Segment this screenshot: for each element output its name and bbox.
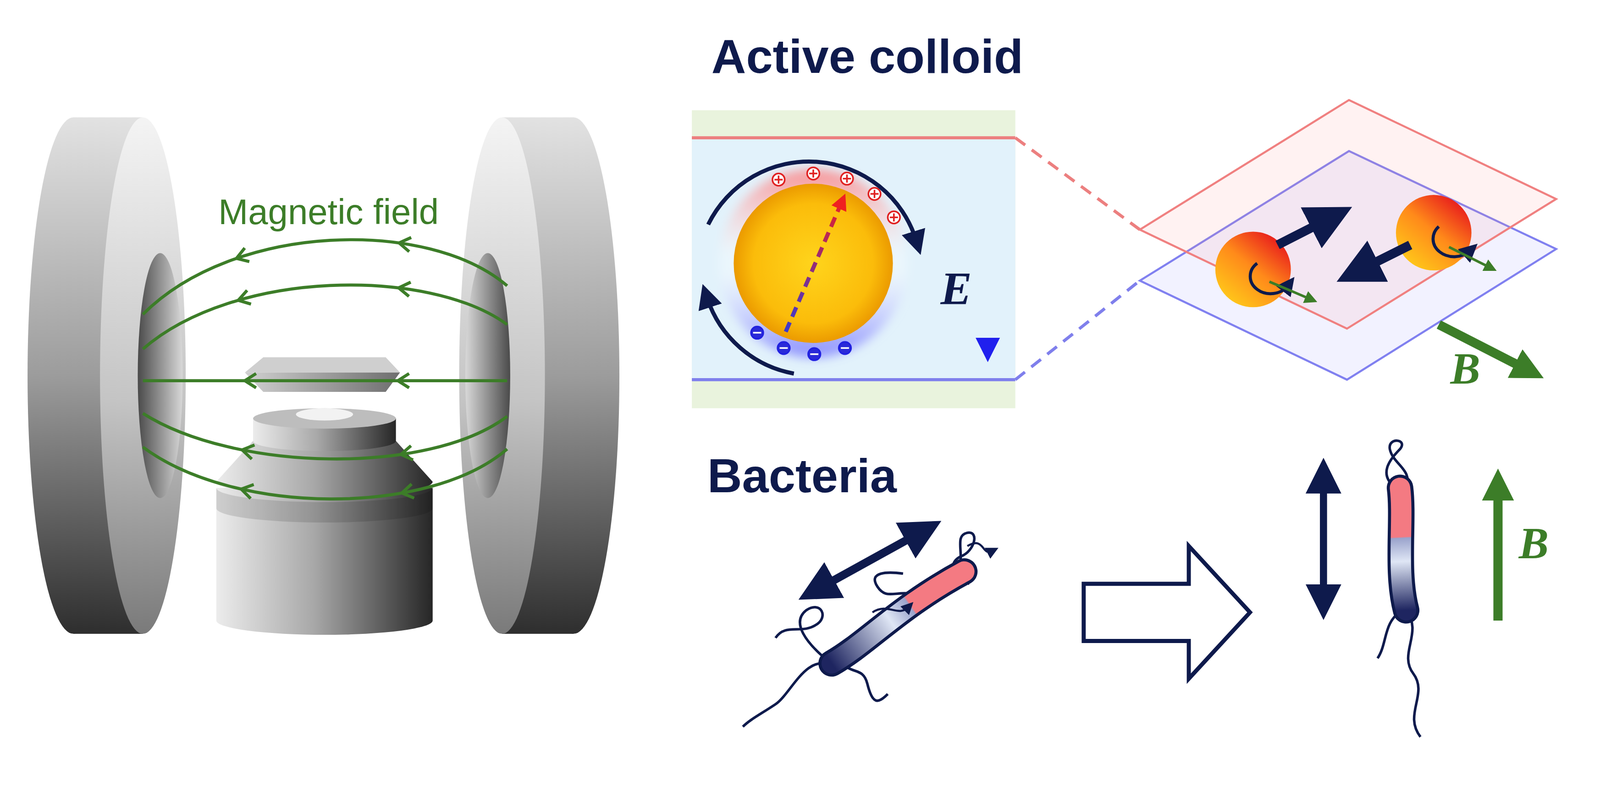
cell-body — [1400, 487, 1407, 611]
field-direction-chevron — [401, 484, 414, 499]
magnetic-field-arrow — [1493, 487, 1503, 621]
plus-charge — [807, 167, 820, 180]
positive-charges — [772, 167, 900, 224]
electrode-band — [691, 110, 1016, 409]
flow-arrow — [706, 297, 794, 374]
right-coil — [459, 117, 620, 635]
colloid-cell — [691, 110, 1016, 409]
section-heading: Active colloid — [711, 32, 1024, 81]
rotation-arrow — [967, 543, 992, 552]
objective-front-lens — [295, 408, 354, 421]
sample-slide — [244, 357, 400, 392]
motion-arrow — [1319, 475, 1328, 603]
rotation-arrow — [872, 607, 909, 613]
symbol-label: B — [1518, 521, 1549, 567]
field-arrow — [984, 153, 991, 346]
minus-charge — [750, 326, 764, 340]
symbol-label: B — [1450, 347, 1481, 392]
symbol-label: E — [940, 265, 972, 313]
minus-charge — [838, 342, 852, 355]
field-direction-chevron — [242, 445, 255, 460]
field-direction-chevron — [244, 373, 256, 388]
velocity-arrow — [1357, 244, 1411, 272]
colloid-sphere — [1395, 194, 1472, 271]
field-line — [143, 446, 508, 499]
field-direction-chevron — [397, 373, 409, 388]
flagellum — [742, 663, 832, 728]
cell-outline — [831, 571, 965, 664]
field-direction-chevron — [241, 484, 254, 499]
rotation-axis — [1269, 281, 1311, 300]
negative-charges — [750, 326, 851, 361]
bottom-electrode — [691, 378, 1016, 382]
field-line — [143, 379, 508, 383]
flow-arrow — [708, 161, 917, 241]
rotation-axis — [1449, 247, 1490, 268]
cell-outline — [1400, 487, 1407, 611]
transition-arrow — [1083, 546, 1251, 679]
electrode-planes — [1139, 99, 1556, 380]
objective-lens — [216, 408, 433, 635]
field-line — [143, 285, 508, 350]
coil-hole — [137, 253, 183, 498]
leader-line — [1015, 280, 1141, 380]
minus-charge — [777, 342, 790, 355]
field-direction-chevron — [400, 446, 413, 461]
rotation-arrow — [1250, 263, 1288, 294]
colloid-sphere — [733, 183, 893, 343]
field-direction-chevron — [236, 248, 250, 262]
top-electrode — [691, 136, 1016, 140]
field-direction-chevron — [398, 237, 411, 252]
charge-cloud — [719, 169, 908, 358]
objective-top — [253, 408, 397, 430]
rotation-arrow — [1433, 226, 1470, 257]
plus-charge — [868, 187, 881, 201]
top-plane — [1139, 99, 1556, 329]
field-label: Magnetic field — [218, 193, 439, 230]
field-direction-chevron — [238, 290, 252, 304]
cell-fluid — [691, 137, 1016, 381]
leader-line — [1015, 137, 1141, 230]
colloid-pair — [1215, 194, 1527, 370]
section-heading: Bacteria — [707, 451, 897, 500]
flagellum — [775, 607, 829, 662]
motion-arrow — [816, 530, 924, 591]
flagellum — [1406, 610, 1421, 738]
bacterium-aligned — [1377, 440, 1421, 737]
dipole-arrow — [785, 204, 841, 332]
objective-base — [216, 487, 433, 635]
magnetic-field-lines — [143, 237, 508, 500]
velocity-arrow — [1277, 217, 1332, 245]
field-line — [143, 413, 508, 459]
minus-charge — [808, 347, 821, 361]
field-line — [143, 239, 508, 315]
slide-top — [244, 357, 400, 373]
plus-charge — [772, 173, 785, 187]
cell-body — [831, 571, 965, 664]
plus-charge — [840, 172, 854, 185]
coil-face — [459, 117, 546, 635]
left-coil — [27, 117, 186, 635]
plus-charge — [887, 211, 900, 224]
field-direction-chevron — [398, 282, 411, 297]
coil-face — [99, 117, 186, 635]
